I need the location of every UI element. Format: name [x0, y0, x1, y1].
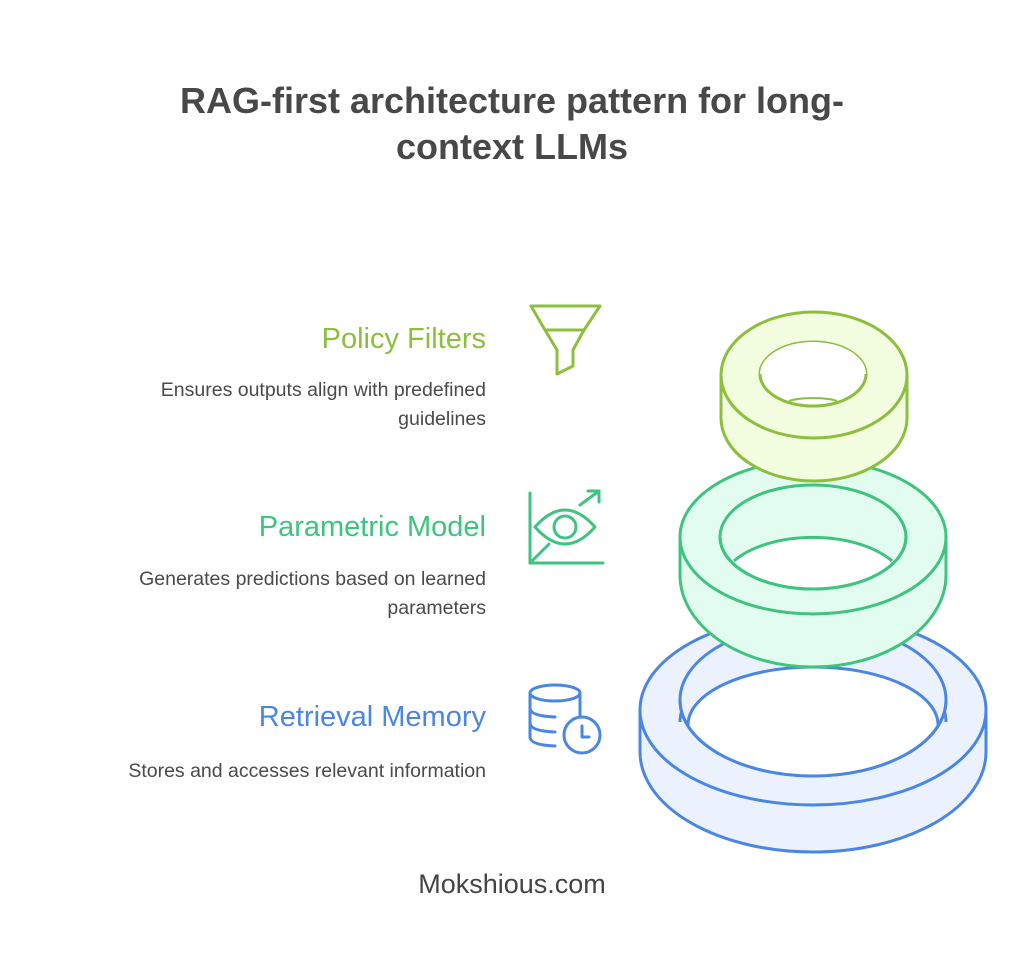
ring-parametric-model — [678, 458, 948, 669]
parametric-model-title: Parametric Model — [258, 511, 486, 543]
ring-policy-filters — [719, 310, 909, 483]
parametric-model-description-line-2: parameters — [387, 597, 486, 619]
policy-filters-title: Policy Filters — [321, 323, 486, 355]
retrieval-memory-description-line-1: Stores and accesses relevant information — [128, 760, 486, 782]
footer-brand: Mokshious.com — [418, 869, 606, 899]
funnel-icon — [525, 298, 605, 378]
parametric-model-description: Generates predictions based on learned p… — [26, 565, 486, 623]
retrieval-memory-title: Retrieval Memory — [258, 701, 486, 733]
policy-filters-description-line-2: guidelines — [398, 408, 486, 430]
database-clock-icon — [525, 677, 605, 757]
ring-retrieval-memory — [638, 613, 988, 854]
eye-chart-icon — [525, 487, 605, 567]
retrieval-memory-description: Stores and accesses relevant information — [26, 757, 486, 786]
title-line-2: context LLMs — [395, 126, 628, 167]
diagram-title: RAG-first architecture pattern for long-… — [112, 78, 912, 170]
policy-filters-description: Ensures outputs align with predefined gu… — [26, 376, 486, 434]
title-line-1: RAG-first architecture pattern for long- — [179, 80, 845, 121]
policy-filters-description-line-1: Ensures outputs align with predefined — [160, 379, 486, 401]
parametric-model-description-line-1: Generates predictions based on learned — [139, 568, 486, 590]
